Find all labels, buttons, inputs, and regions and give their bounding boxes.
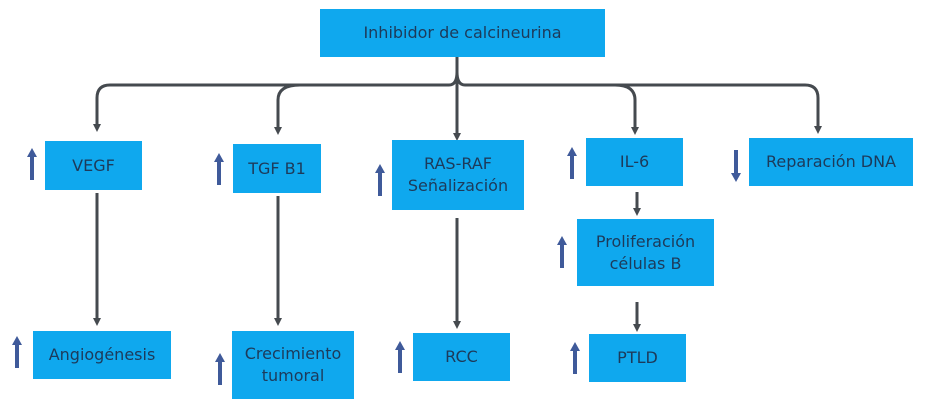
node-proliferacion-label-2: células B xyxy=(609,253,682,273)
up-arrow-icon xyxy=(214,153,224,185)
node-crecimiento-label-1: Crecimiento xyxy=(244,344,342,363)
node-root-label: Inhibidor de calcineurina xyxy=(363,23,562,42)
node-rcc-label: RCC xyxy=(445,347,478,366)
node-tgfb1-label: TGF B1 xyxy=(248,158,306,178)
up-arrow-icon xyxy=(27,148,37,180)
node-vegf: VEGF xyxy=(45,141,142,190)
node-root: Inhibidor de calcineurina xyxy=(320,9,605,57)
node-rasraf-label-2: Señalización xyxy=(407,176,509,195)
up-arrow-icon xyxy=(395,341,405,373)
up-arrow-icon xyxy=(557,236,567,268)
node-vegf-label: VEGF xyxy=(72,155,115,175)
node-dna-label: Reparación DNA xyxy=(765,152,897,171)
node-angiogenesis-label: Angiogénesis xyxy=(48,345,156,364)
node-il6: IL-6 xyxy=(586,138,683,186)
node-tgfb1: TGF B1 xyxy=(233,144,321,193)
node-il6-label: IL-6 xyxy=(619,152,650,171)
node-rasraf: RAS-RAF Señalización xyxy=(392,140,524,210)
connector-to-dna xyxy=(455,71,818,130)
node-proliferacion-label-1: Proliferación xyxy=(595,231,696,251)
node-crecimiento-label-2: tumoral xyxy=(261,366,325,385)
node-ptld-label: PTLD xyxy=(617,348,658,367)
connector-to-tgfb1 xyxy=(274,83,301,135)
connector-to-il6 xyxy=(614,83,639,135)
up-arrow-icon xyxy=(570,342,580,374)
node-rcc: RCC xyxy=(413,333,510,381)
node-ptld: PTLD xyxy=(589,334,686,382)
node-crecimiento: Crecimiento tumoral xyxy=(232,331,354,399)
node-dna: Reparación DNA xyxy=(749,138,913,186)
up-arrow-icon xyxy=(567,147,577,179)
down-arrow-icon xyxy=(731,150,741,182)
node-angiogenesis: Angiogénesis xyxy=(33,331,171,379)
node-proliferacion: Proliferación células B xyxy=(577,219,714,286)
up-arrow-icon xyxy=(215,353,225,385)
up-arrow-icon xyxy=(12,336,22,368)
node-rasraf-label-1: RAS-RAF xyxy=(424,154,492,173)
up-arrow-icon xyxy=(375,164,385,196)
